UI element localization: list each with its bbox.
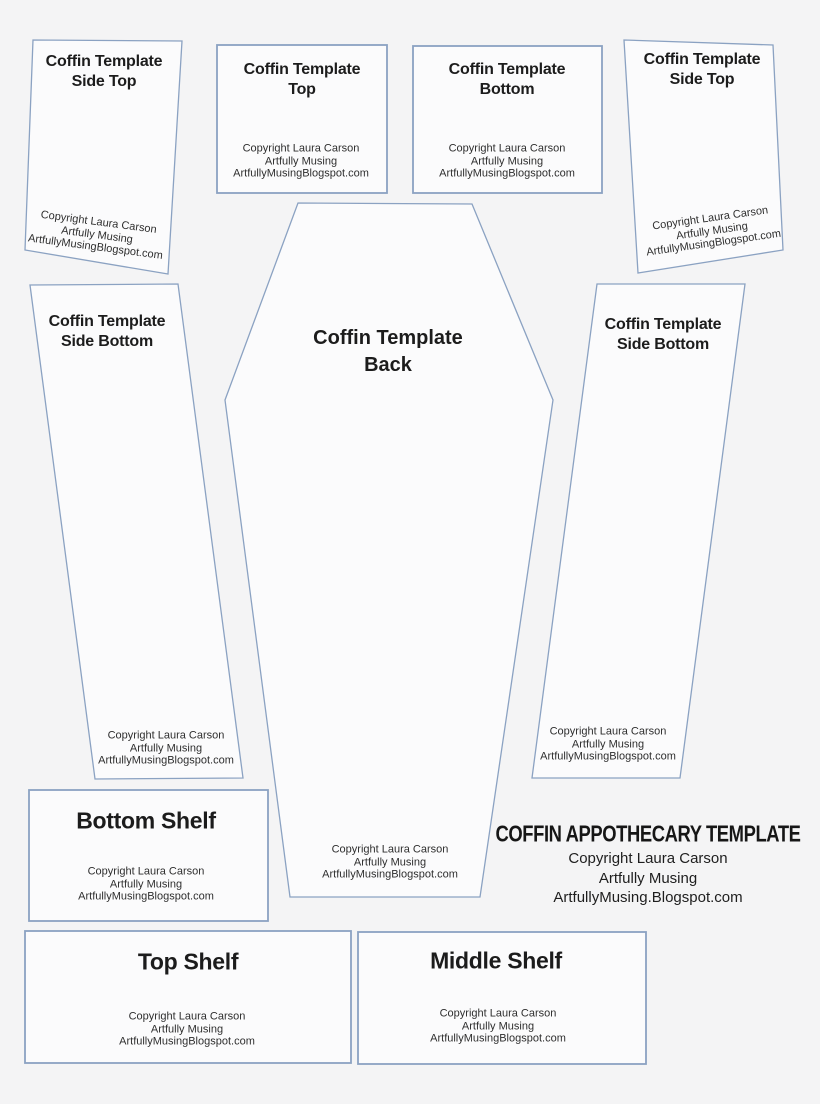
copyright-line: ArtfullyMusingBlogspot.com	[78, 890, 214, 903]
back-title: Coffin Template Back	[313, 325, 463, 379]
copyright-line: ArtfullyMusingBlogspot.com	[98, 754, 234, 767]
top-shelf-title: Top Shelf	[137, 948, 239, 975]
title-line: Coffin Template	[243, 61, 361, 78]
credit-line: ArtfullyMusing.Blogspot.com	[553, 888, 743, 906]
back-outline	[224, 202, 554, 898]
bottom-shelf-copyright: Copyright Laura Carson Artfully Musing A…	[78, 865, 214, 903]
bottom-outline	[412, 45, 603, 194]
middle-shelf-copyright: Copyright Laura Carson Artfully Musing A…	[430, 1007, 566, 1045]
copyright-line: ArtfullyMusingBlogspot.com	[322, 868, 458, 881]
top-title: Coffin Template Top	[244, 60, 361, 100]
title-line: Coffin Template	[448, 61, 566, 78]
title-line: Side Bottom	[616, 336, 710, 353]
sheet-title: COFFIN APPOTHECARY TEMPLATE	[457, 821, 820, 848]
title-line: Side Top	[71, 73, 137, 90]
title-line: Top	[288, 81, 316, 98]
side-bottom-right-title: Coffin Template Side Bottom	[605, 315, 722, 355]
title-line: Side Bottom	[60, 333, 154, 350]
side-bottom-right-outline	[531, 283, 746, 779]
top-shelf-copyright: Copyright Laura Carson Artfully Musing A…	[119, 1010, 255, 1048]
sheet-credit: Copyright Laura Carson Artfully Musing A…	[553, 849, 742, 908]
side-bottom-left-title: Coffin Template Side Bottom	[49, 312, 166, 352]
copyright-line: Artfully Musing	[470, 154, 544, 167]
side-top-right-outline	[623, 39, 784, 274]
bottom-title: Coffin Template Bottom	[449, 60, 566, 100]
bottom-shelf-title: Bottom Shelf	[76, 807, 216, 834]
sheet-title-text: COFFIN APPOTHECARY TEMPLATE	[495, 820, 801, 847]
copyright-line: Artfully Musing	[109, 877, 183, 890]
side-bottom-left-copyright: Copyright Laura Carson Artfully Musing A…	[98, 729, 234, 767]
back-copyright: Copyright Laura Carson Artfully Musing A…	[322, 843, 458, 881]
copyright-line: Copyright Laura Carson	[439, 1007, 557, 1020]
copyright-line: ArtfullyMusingBlogspot.com	[430, 1032, 566, 1045]
title-line: Back	[364, 354, 412, 376]
copyright-line: Copyright Laura Carson	[549, 725, 667, 738]
title-line: Coffin Template	[643, 51, 761, 68]
copyright-line: Artfully Musing	[264, 154, 338, 167]
copyright-line: Artfully Musing	[571, 737, 645, 750]
middle-shelf-outline	[357, 931, 647, 1065]
top-outline	[216, 44, 388, 194]
copyright-line: ArtfullyMusingBlogspot.com	[540, 750, 676, 763]
top-shelf-outline	[24, 930, 352, 1064]
credit-line: Artfully Musing	[598, 869, 698, 887]
title-line: Coffin Template	[48, 313, 166, 330]
copyright-line: Copyright Laura Carson	[128, 1010, 246, 1023]
copyright-line: ArtfullyMusingBlogspot.com	[439, 167, 575, 180]
copyright-line: ArtfullyMusingBlogspot.com	[119, 1035, 255, 1048]
title-line: Coffin Template	[313, 327, 463, 349]
side-top-left-outline	[24, 39, 183, 275]
title-line: Bottom	[479, 81, 535, 98]
copyright-line: ArtfullyMusingBlogspot.com	[233, 167, 369, 180]
title-line: Coffin Template	[45, 53, 163, 70]
title-line: Coffin Template	[604, 316, 722, 333]
side-top-right-title: Coffin Template Side Top	[644, 50, 761, 90]
credit-line: Copyright Laura Carson	[568, 849, 728, 867]
copyright-line: Copyright Laura Carson	[107, 729, 225, 742]
copyright-line: Copyright Laura Carson	[331, 843, 449, 856]
bottom-shelf-outline	[28, 789, 269, 922]
title-line: Side Top	[669, 71, 735, 88]
copyright-line: Artfully Musing	[150, 1022, 224, 1035]
copyright-line: Copyright Laura Carson	[87, 865, 205, 878]
copyright-line: Artfully Musing	[129, 741, 203, 754]
middle-shelf-title: Middle Shelf	[430, 947, 562, 974]
copyright-line: Artfully Musing	[353, 855, 427, 868]
side-bottom-right-copyright: Copyright Laura Carson Artfully Musing A…	[540, 725, 676, 763]
bottom-copyright: Copyright Laura Carson Artfully Musing A…	[439, 142, 575, 180]
copyright-line: Copyright Laura Carson	[242, 142, 360, 155]
copyright-line: Copyright Laura Carson	[448, 142, 566, 155]
side-top-left-title: Coffin Template Side Top	[46, 52, 163, 92]
top-copyright: Copyright Laura Carson Artfully Musing A…	[233, 142, 369, 180]
side-bottom-left-outline	[29, 283, 244, 780]
copyright-line: Artfully Musing	[461, 1019, 535, 1032]
